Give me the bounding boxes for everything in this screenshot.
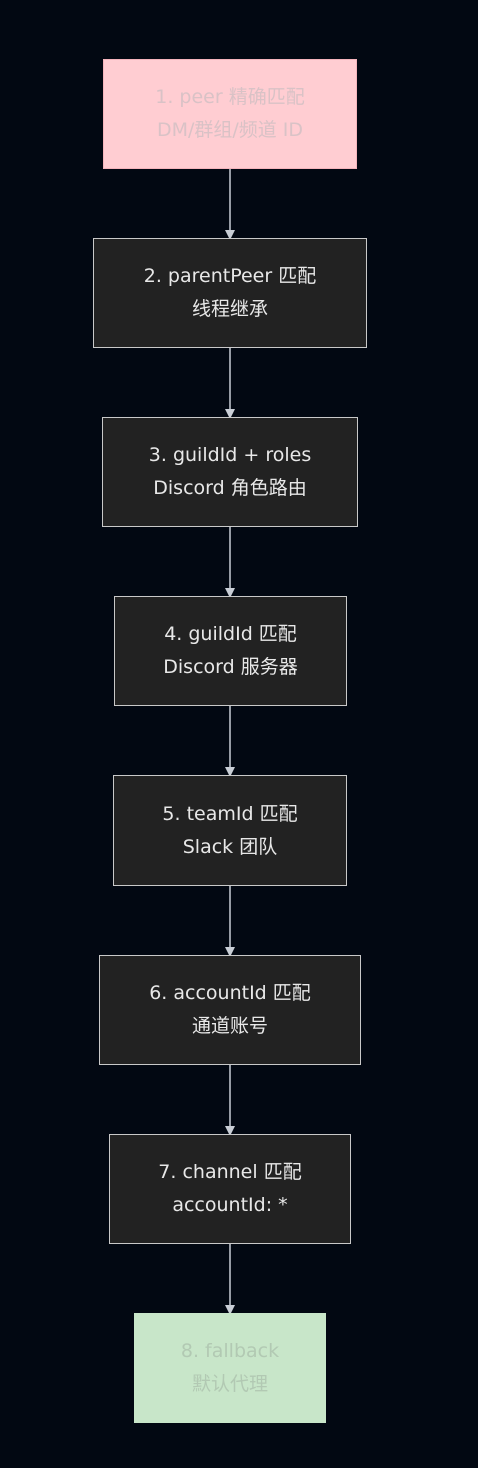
node-title: 5. teamId 匹配 [162,802,298,825]
node-guild-match: 4. guildId 匹配 Discord 服务器 [114,596,347,706]
node-title: 3. guildId + roles [148,444,312,466]
node-fallback: 8. fallback 默认代理 [134,1313,326,1423]
node-account-match: 6. accountId 匹配 通道账号 [99,955,361,1065]
node-title: 8. fallback [180,1340,280,1362]
node-channel-match: 7. channel 匹配 accountId: * [109,1134,351,1244]
node-subtitle: Discord 角色路由 [153,477,307,499]
node-subtitle: accountId: * [172,1194,288,1216]
node-peer-exact-match: 1. peer 精确匹配 DM/群组/频道 ID [103,59,357,169]
node-title: 2. parentPeer 匹配 [143,265,317,287]
node-title: 6. accountId 匹配 [149,982,311,1004]
node-subtitle: 默认代理 [191,1373,268,1395]
node-subtitle: 线程继承 [191,298,268,320]
node-parent-peer-match: 2. parentPeer 匹配 线程继承 [93,238,367,348]
node-title: 1. peer 精确匹配 [155,86,305,108]
node-title: 4. guildId 匹配 [164,623,297,645]
node-subtitle: DM/群组/频道 ID [156,119,304,141]
node-subtitle: 通道账号 [191,1015,268,1037]
node-title: 7. channel 匹配 [158,1161,302,1183]
node-guild-roles-match: 3. guildId + roles Discord 角色路由 [102,417,358,527]
node-subtitle: Slack 团队 [182,835,278,858]
node-team-match: 5. teamId 匹配 Slack 团队 [113,775,347,886]
node-subtitle: Discord 服务器 [163,656,298,678]
